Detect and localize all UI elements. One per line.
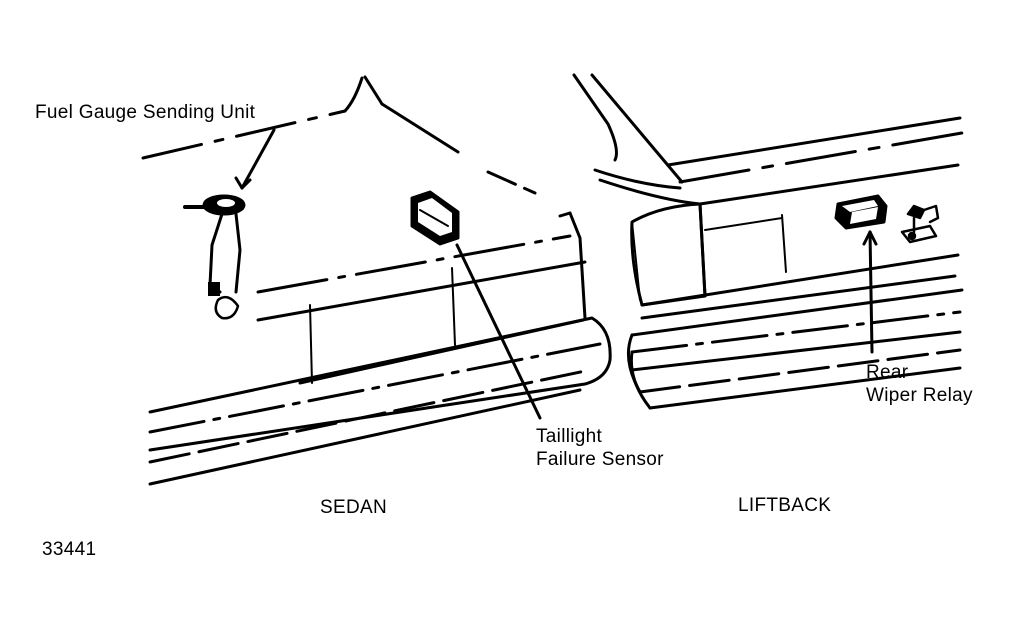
rear-wiper-relay-label: Rear Wiper Relay xyxy=(866,361,973,407)
wiper-label-line1: Rear xyxy=(866,362,909,383)
wiper-label-line2: Wiper Relay xyxy=(866,385,973,406)
liftback-caption: LIFTBACK xyxy=(738,495,832,516)
taillight-failure-sensor-label: Taillight Failure Sensor xyxy=(536,425,664,471)
fuel-gauge-sending-unit-label: Fuel Gauge Sending Unit xyxy=(35,102,256,123)
taillight-label-line1: Taillight xyxy=(536,426,603,447)
relay-bracket-component xyxy=(900,204,940,244)
sedan-leader-lines xyxy=(234,128,542,420)
figure-number: 33441 xyxy=(42,539,97,560)
taillight-failure-sensor-component xyxy=(410,190,460,246)
sedan-caption: SEDAN xyxy=(320,497,387,518)
fuel-gauge-sending-unit-component xyxy=(183,194,246,320)
liftback-body xyxy=(572,73,964,410)
liftback-leader-line xyxy=(862,230,878,354)
rear-wiper-relay-component xyxy=(834,194,888,230)
sedan-body xyxy=(141,75,612,486)
taillight-label-line2: Failure Sensor xyxy=(536,449,664,470)
